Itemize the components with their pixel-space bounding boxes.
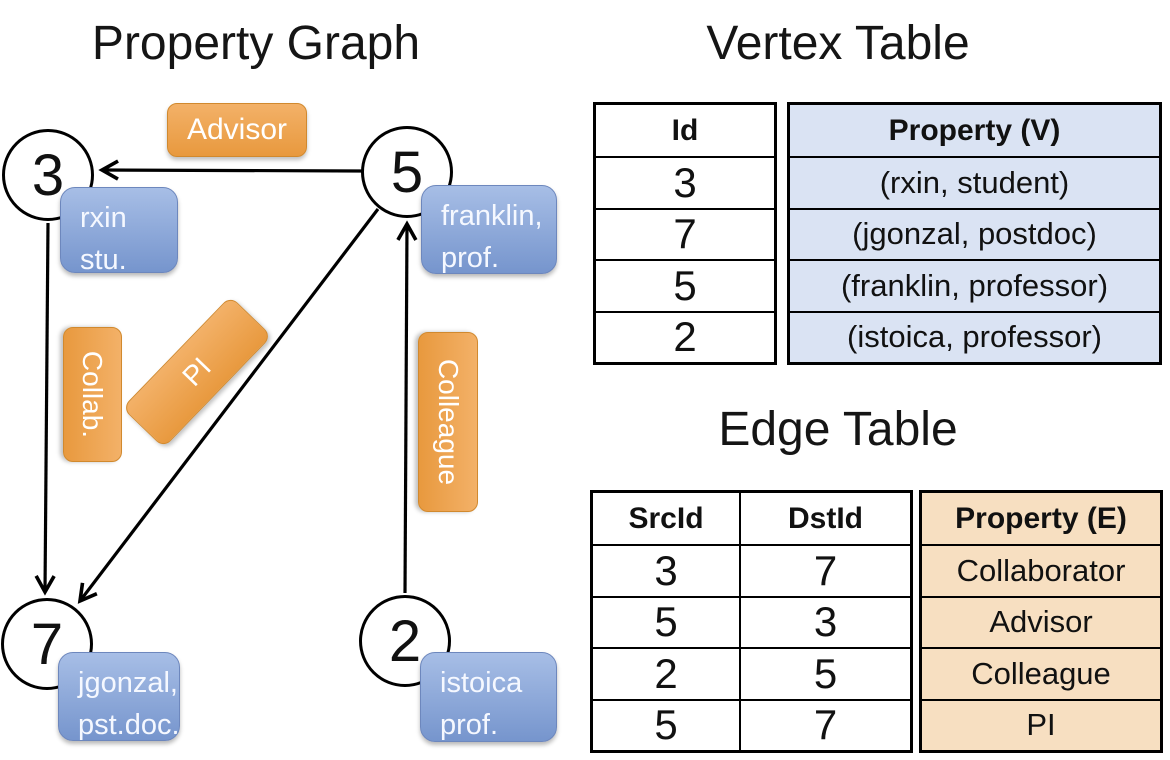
graph-node-5: 5 bbox=[361, 126, 453, 218]
vertex-property-header: Property (V) bbox=[790, 105, 1159, 157]
edge-property-header: Property (E) bbox=[922, 493, 1160, 545]
graph-node-2: 2 bbox=[359, 595, 451, 687]
edge-srcid-cell: 3 bbox=[593, 544, 739, 595]
edge-property-cell: Collaborator bbox=[922, 544, 1160, 596]
vertex-id-header: Id bbox=[671, 113, 699, 147]
edge-srcid-cell: 2 bbox=[593, 647, 739, 698]
vertex-property-cell: (istoica, professor) bbox=[790, 310, 1159, 362]
edge-dstid-cell: 3 bbox=[741, 595, 910, 647]
vertex-id-cell: 5 bbox=[596, 259, 774, 310]
vertex-table-title: Vertex Table bbox=[706, 17, 970, 70]
edge-collaborator-3-to-7 bbox=[34, 222, 56, 596]
vertex-table-property-column: Property (V) (rxin, student) (jgonzal, p… bbox=[787, 102, 1162, 365]
edge-table-property-column: Property (E) Collaborator Advisor Collea… bbox=[919, 490, 1163, 753]
vertex-label-line1: franklin, bbox=[441, 200, 543, 232]
graph-edges-layer bbox=[34, 159, 418, 604]
vertex-label-line2: prof. bbox=[440, 709, 499, 742]
node-id: 7 bbox=[30, 611, 64, 677]
edge-dstid-header: DstId bbox=[788, 501, 863, 535]
vertex-table-id-column: Id 3 7 5 2 bbox=[593, 102, 777, 365]
vertex-label-jgonzal: jgonzal, pst.doc. bbox=[58, 652, 180, 741]
vertex-id-cell: 2 bbox=[596, 310, 774, 362]
edge-colleague-2-to-5 bbox=[396, 220, 418, 594]
node-id: 2 bbox=[388, 608, 422, 674]
vertex-label-line2: stu. bbox=[80, 244, 127, 273]
vertex-label-line2: prof. bbox=[441, 242, 500, 274]
edge-property-cell: Colleague bbox=[922, 647, 1160, 699]
vertex-table: Id 3 7 5 2 Property (V) (rxin, student) … bbox=[593, 102, 1162, 365]
vertex-property-cell: (franklin, professor) bbox=[790, 259, 1159, 311]
edge-property-cell: PI bbox=[922, 698, 1160, 750]
node-id: 3 bbox=[31, 142, 65, 208]
edge-pi-5-to-7 bbox=[77, 208, 380, 604]
vertex-label-line1: jgonzal, bbox=[78, 667, 178, 699]
edge-srcid-cell: 5 bbox=[593, 698, 739, 750]
edge-advisor-5-to-3 bbox=[98, 159, 363, 181]
edge-table-title: Edge Table bbox=[718, 403, 958, 456]
edge-srcid-cell: 5 bbox=[593, 595, 739, 647]
vertex-label-rxin: rxin stu. bbox=[60, 187, 178, 273]
edge-label-collab: Collab. bbox=[62, 326, 122, 462]
vertex-label-franklin: franklin, prof. bbox=[421, 185, 557, 274]
vertex-label-line1: istoica bbox=[440, 667, 523, 699]
vertex-label-line2: pst.doc. bbox=[78, 709, 180, 741]
edge-dstid-cell: 7 bbox=[741, 544, 910, 595]
vertex-id-cell: 3 bbox=[596, 156, 774, 207]
vertex-id-cell: 7 bbox=[596, 207, 774, 259]
vertex-label-istoica: istoica prof. bbox=[420, 652, 557, 742]
vertex-property-cell: (rxin, student) bbox=[790, 156, 1159, 208]
edge-table-src-dst-columns: SrcId 3 5 2 5 DstId 7 3 5 7 bbox=[590, 490, 913, 753]
edge-dstid-cell: 5 bbox=[741, 647, 910, 698]
vertex-property-cell: (jgonzal, postdoc) bbox=[790, 207, 1159, 260]
edge-label-colleague: Colleague bbox=[418, 332, 478, 512]
vertex-label-line1: rxin bbox=[80, 202, 127, 234]
edge-label-advisor: Advisor bbox=[167, 103, 307, 157]
node-id: 5 bbox=[390, 139, 424, 205]
property-graph-title: Property Graph bbox=[91, 17, 421, 70]
edge-property-cell: Advisor bbox=[922, 595, 1160, 648]
edge-table: SrcId 3 5 2 5 DstId 7 3 5 7 Property (E)… bbox=[590, 490, 1163, 753]
edge-dstid-cell: 7 bbox=[741, 698, 910, 750]
edge-srcid-header: SrcId bbox=[628, 501, 704, 535]
